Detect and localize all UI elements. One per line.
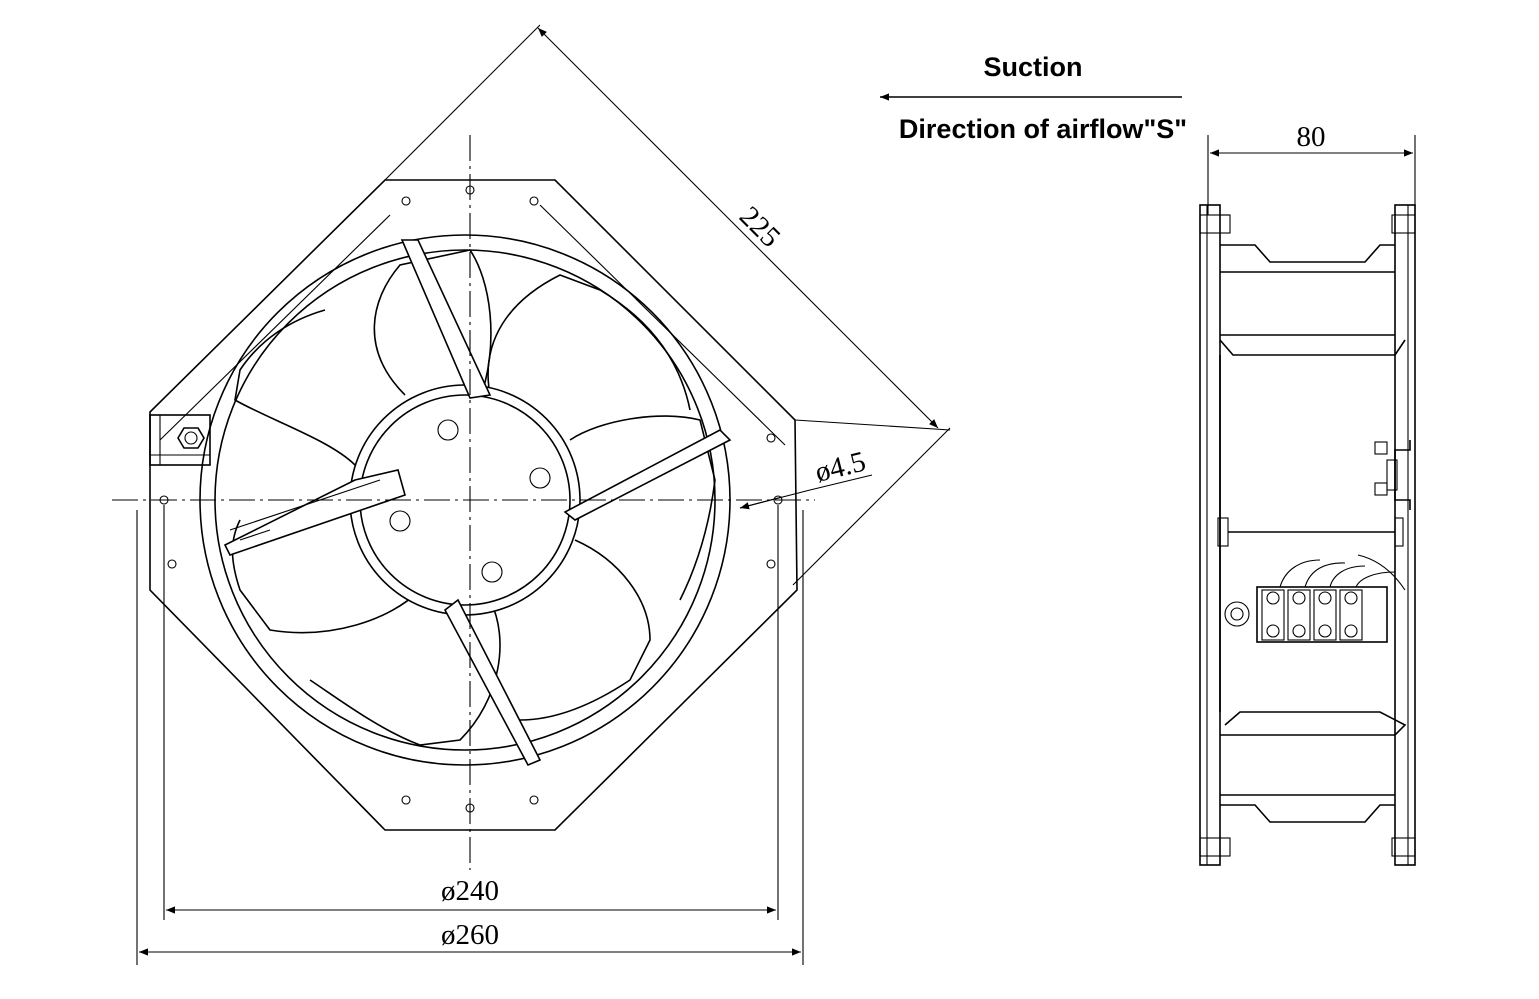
dimension-80: 80 [1207,121,1416,215]
struts [223,239,732,767]
direction-label: Direction of airflow"S" [899,114,1187,144]
dimension-225-label: 225 [733,200,786,253]
hole-diameter-label: ø4.5 [812,445,869,488]
housing-outline [149,179,798,831]
dimension-240: ø240 [163,505,779,920]
dimension-hole: ø4.5 [739,445,873,510]
bolt-circle-label: ø240 [441,875,499,907]
suction-label: Suction [984,52,1083,82]
mounting-ear [149,414,211,466]
side-view: 80 [1199,121,1416,866]
depth-label: 80 [1297,121,1326,153]
terminal-block [1224,554,1406,643]
front-view: 225 ø4.5 ø240 ø260 [112,24,951,965]
outer-diameter-label: ø260 [441,919,499,951]
airflow-indicator: Suction Direction of airflow"S" [880,52,1187,144]
dimension-260: ø260 [136,510,804,965]
